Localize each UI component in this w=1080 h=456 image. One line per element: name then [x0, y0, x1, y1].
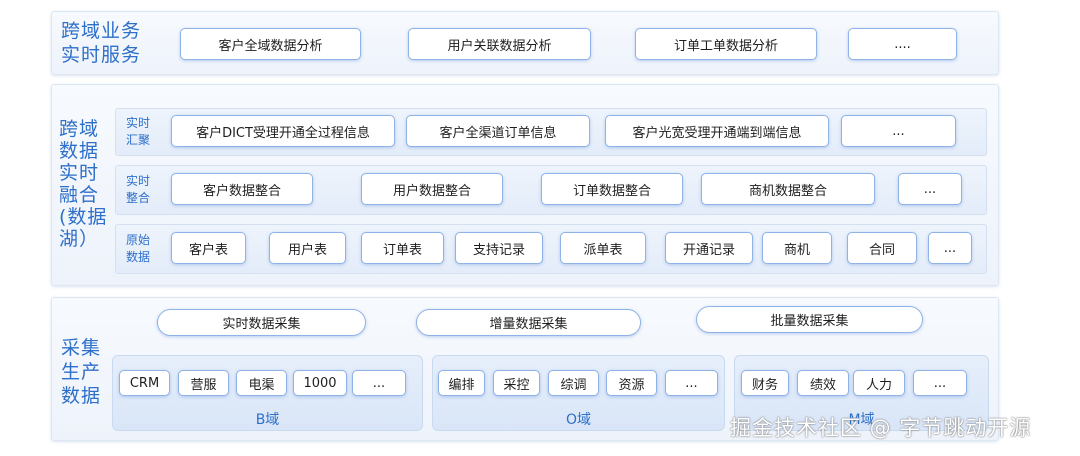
domain-m-system-box: 人力 — [853, 370, 905, 396]
service-box: 用户关联数据分析 — [408, 28, 591, 60]
raw-table-box: 开通记录 — [665, 232, 753, 264]
raw-table-box: 商机 — [762, 232, 832, 264]
title-line: 跨域业务 — [61, 20, 142, 42]
domain-m-label: M域 — [848, 412, 875, 428]
title-line: 实时 — [59, 162, 100, 184]
fusion-band-title: 跨域 数据 实时 融合 (数据 湖） — [59, 118, 107, 250]
raw-table-box: ... — [928, 232, 972, 264]
fusion-row-raw-data — [115, 224, 987, 274]
title-line: 实时服务 — [61, 44, 142, 66]
row-label-line: 原始 — [125, 233, 150, 247]
row-label-line: 汇聚 — [125, 133, 150, 147]
collect-method-pill: 批量数据采集 — [696, 306, 923, 333]
collect-method-pill: 实时数据采集 — [157, 309, 366, 336]
title-line: 融合 — [59, 184, 100, 206]
row-label-line: 整合 — [125, 191, 150, 205]
integrate-box: ... — [898, 173, 962, 205]
integrate-box: 用户数据整合 — [361, 173, 503, 205]
service-box: 订单工单数据分析 — [635, 28, 817, 60]
aggregate-box: 客户DICT受理开通全过程信息 — [171, 115, 395, 147]
domain-o-system-box: 采控 — [493, 370, 540, 396]
collect-method-pill: 增量数据采集 — [416, 309, 641, 336]
domain-m-system-box: ... — [913, 370, 967, 396]
title-line: 生产 — [61, 361, 102, 383]
raw-table-box: 合同 — [847, 232, 917, 264]
raw-table-box: 用户表 — [269, 232, 346, 264]
domain-m-system-box: 绩效 — [797, 370, 849, 396]
row-label: 原始 数据 — [118, 224, 158, 274]
title-line: 跨域 — [59, 118, 100, 140]
domain-b-label: B域 — [255, 412, 280, 428]
title-line: 采集 — [61, 337, 102, 359]
raw-table-box: 订单表 — [361, 232, 444, 264]
collect-band-title: 采集 生产 数据 — [61, 336, 101, 408]
title-line: 数据 — [59, 140, 100, 162]
row-label-line: 实时 — [125, 174, 150, 188]
integrate-box: 商机数据整合 — [701, 173, 875, 205]
watermark-text: 掘金技术社区 @ 字节跳动开源 — [730, 416, 1032, 440]
row-label-line: 数据 — [125, 250, 150, 264]
title-line: 湖） — [59, 228, 100, 250]
domain-b-system-box: 营服 — [178, 370, 229, 396]
domain-o-label: O域 — [565, 412, 592, 428]
aggregate-box: 客户全渠道订单信息 — [406, 115, 590, 147]
domain-o-system-box: ... — [665, 370, 718, 396]
row-label: 实时 汇聚 — [118, 108, 158, 156]
row-label-line: 实时 — [125, 116, 150, 130]
domain-b-system-box: ... — [352, 370, 406, 396]
domain-o-system-box: 综调 — [548, 370, 599, 396]
title-line: 数据 — [61, 385, 102, 407]
domain-m-system-box: 财务 — [741, 370, 789, 396]
service-box: 客户全域数据分析 — [180, 28, 361, 60]
raw-table-box: 支持记录 — [455, 232, 543, 264]
service-band-title: 跨域业务 实时服务 — [61, 19, 141, 67]
integrate-box: 客户数据整合 — [171, 173, 313, 205]
integrate-box: 订单数据整合 — [541, 173, 683, 205]
raw-table-box: 客户表 — [171, 232, 246, 264]
raw-table-box: 派单表 — [560, 232, 646, 264]
domain-b-system-box: 1000 — [293, 370, 347, 396]
aggregate-box: 客户光宽受理开通端到端信息 — [605, 115, 829, 147]
aggregate-box: ... — [841, 115, 956, 147]
row-label: 实时 整合 — [118, 165, 158, 215]
title-line: (数据 — [59, 206, 108, 228]
domain-o-system-box: 资源 — [606, 370, 657, 396]
domain-o-system-box: 编排 — [438, 370, 485, 396]
domain-b-system-box: CRM — [119, 370, 170, 396]
domain-b-system-box: 电渠 — [236, 370, 287, 396]
service-box: .... — [848, 28, 957, 60]
